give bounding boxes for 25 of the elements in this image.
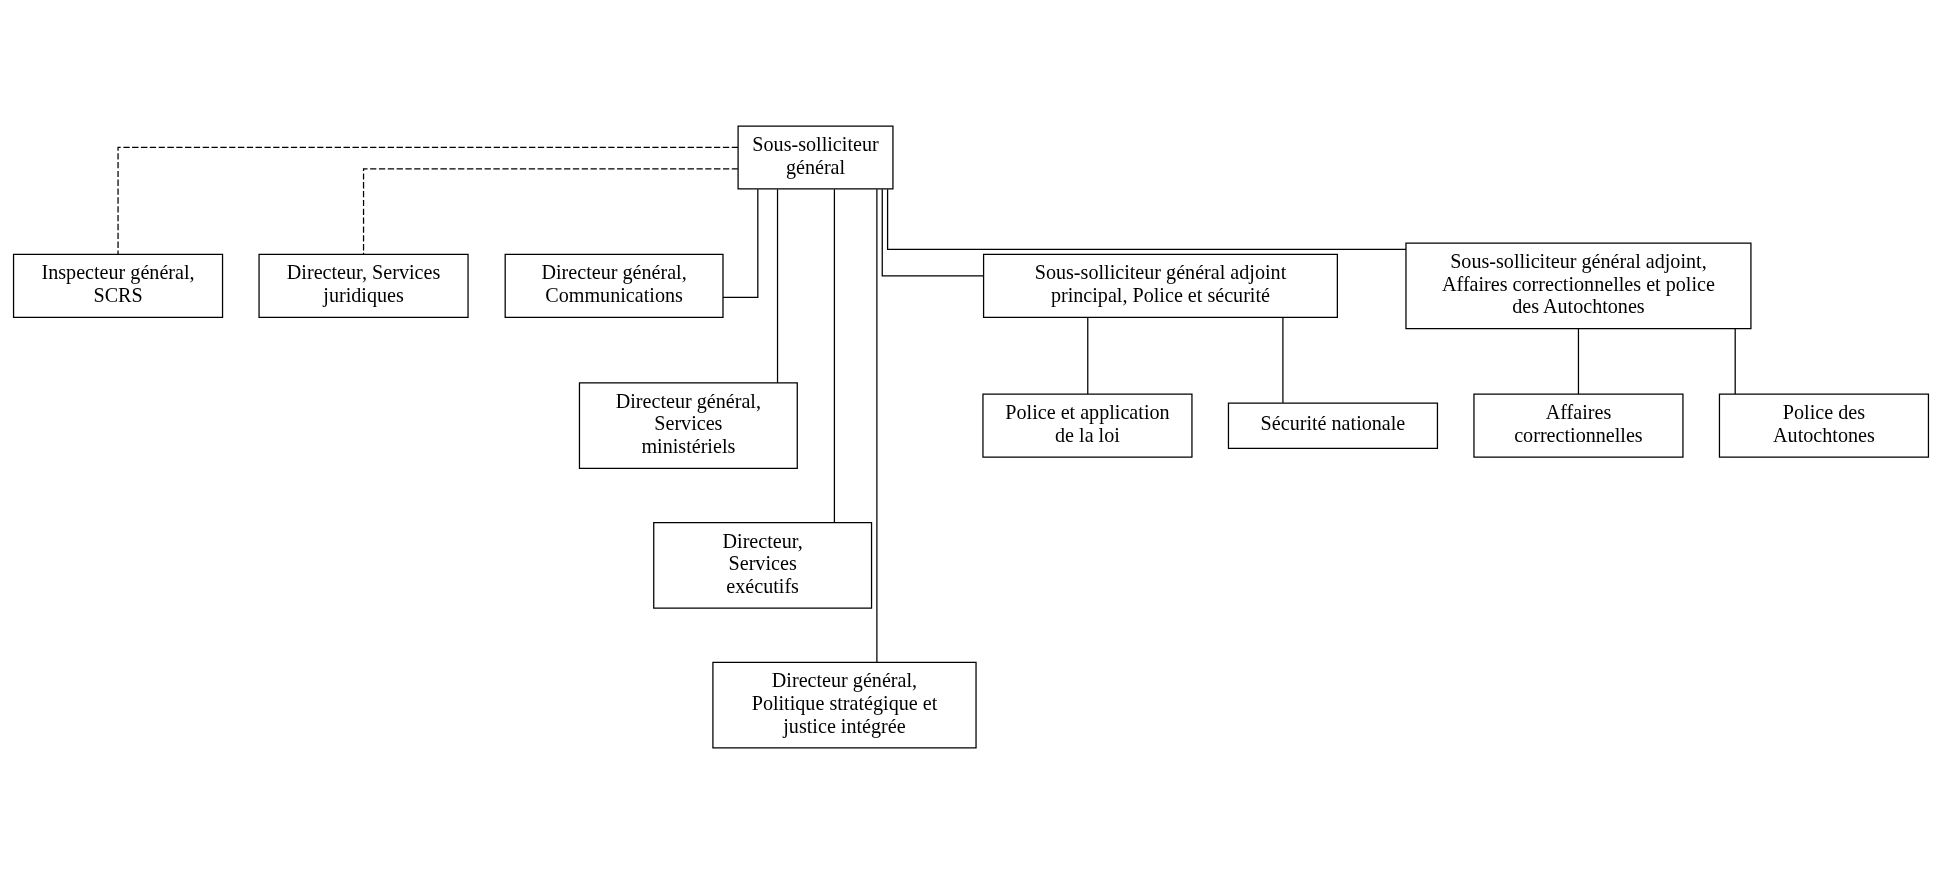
node-box: Sous-solliciteur général [737, 125, 894, 190]
connector [117, 146, 739, 255]
node-box: Police des Autochtones [1718, 393, 1930, 458]
connector [886, 188, 1407, 251]
node-box: Directeur, Services exécutifs [653, 522, 873, 609]
node-box: Sous-solliciteur général adjoint principal, Police et sécurité [982, 253, 1338, 319]
node-box: Inspecteur général, SCRS [12, 253, 224, 319]
connector [1087, 317, 1089, 395]
connector [833, 188, 836, 523]
node-box: Directeur général, Communications [504, 253, 724, 319]
node-box: Directeur général, Services ministériels [578, 382, 798, 470]
node-box: Sous-solliciteur général adjoint, Affaires correctionnelles et police des Autochtones [1405, 242, 1752, 330]
node-box: Affaires correctionnelles [1473, 393, 1684, 458]
connector [362, 168, 739, 255]
connector [1734, 328, 1736, 395]
node-box: Sécurité nationale [1227, 402, 1439, 449]
node-box: Police et application de la loi [982, 393, 1193, 458]
node-box: Directeur, Services juridiques [258, 253, 469, 319]
connector [876, 188, 878, 663]
connector [776, 188, 779, 384]
connector [881, 188, 985, 277]
connector [1282, 317, 1284, 404]
node-box: Directeur général, Politique stratégique et justice intégrée [712, 661, 977, 749]
connector [1577, 328, 1580, 395]
connector [722, 188, 759, 298]
